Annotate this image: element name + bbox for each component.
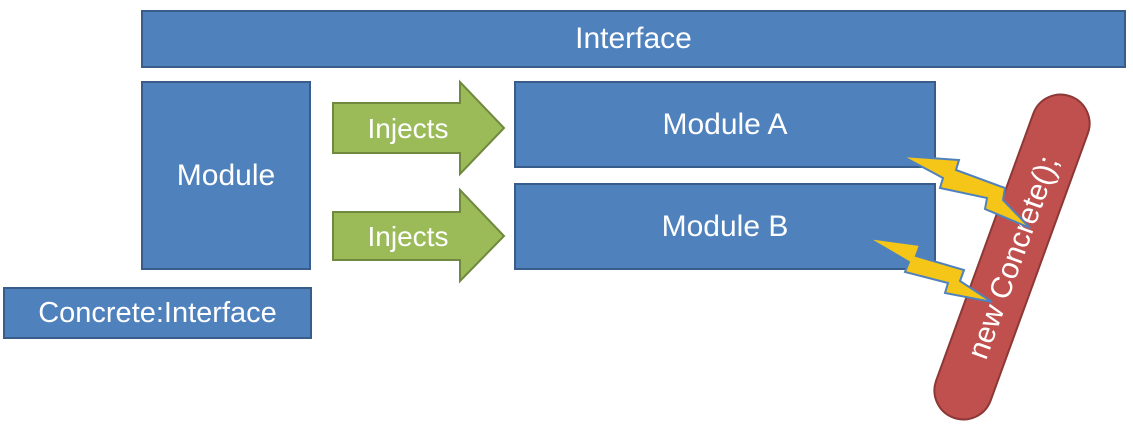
lightning-bolt-icon [867,237,993,303]
lightning-bolt-icon [901,155,1031,229]
injects-label-1: Injects [368,113,449,144]
module-a-label: Module A [662,107,788,141]
inject-arrow-1: Injects [332,79,506,177]
module-b-label: Module B [661,209,789,243]
module-a-box: Module A [514,81,936,168]
interface-label: Interface [575,22,692,55]
inject-arrow-2: Injects [332,187,506,284]
interface-bar: Interface [141,10,1126,68]
injects-label-2: Injects [368,221,449,252]
new-concrete-pill: new Concrete(); [933,93,1091,421]
module-label: Module [176,158,276,192]
module-b-box: Module B [514,183,936,270]
inject-arrow-icon [332,79,506,177]
module-box: Module [141,81,311,270]
inject-arrow-icon [332,187,506,284]
concrete-interface-label: Concrete:Interface [38,296,277,329]
concrete-interface-box: Concrete:Interface [3,287,312,339]
